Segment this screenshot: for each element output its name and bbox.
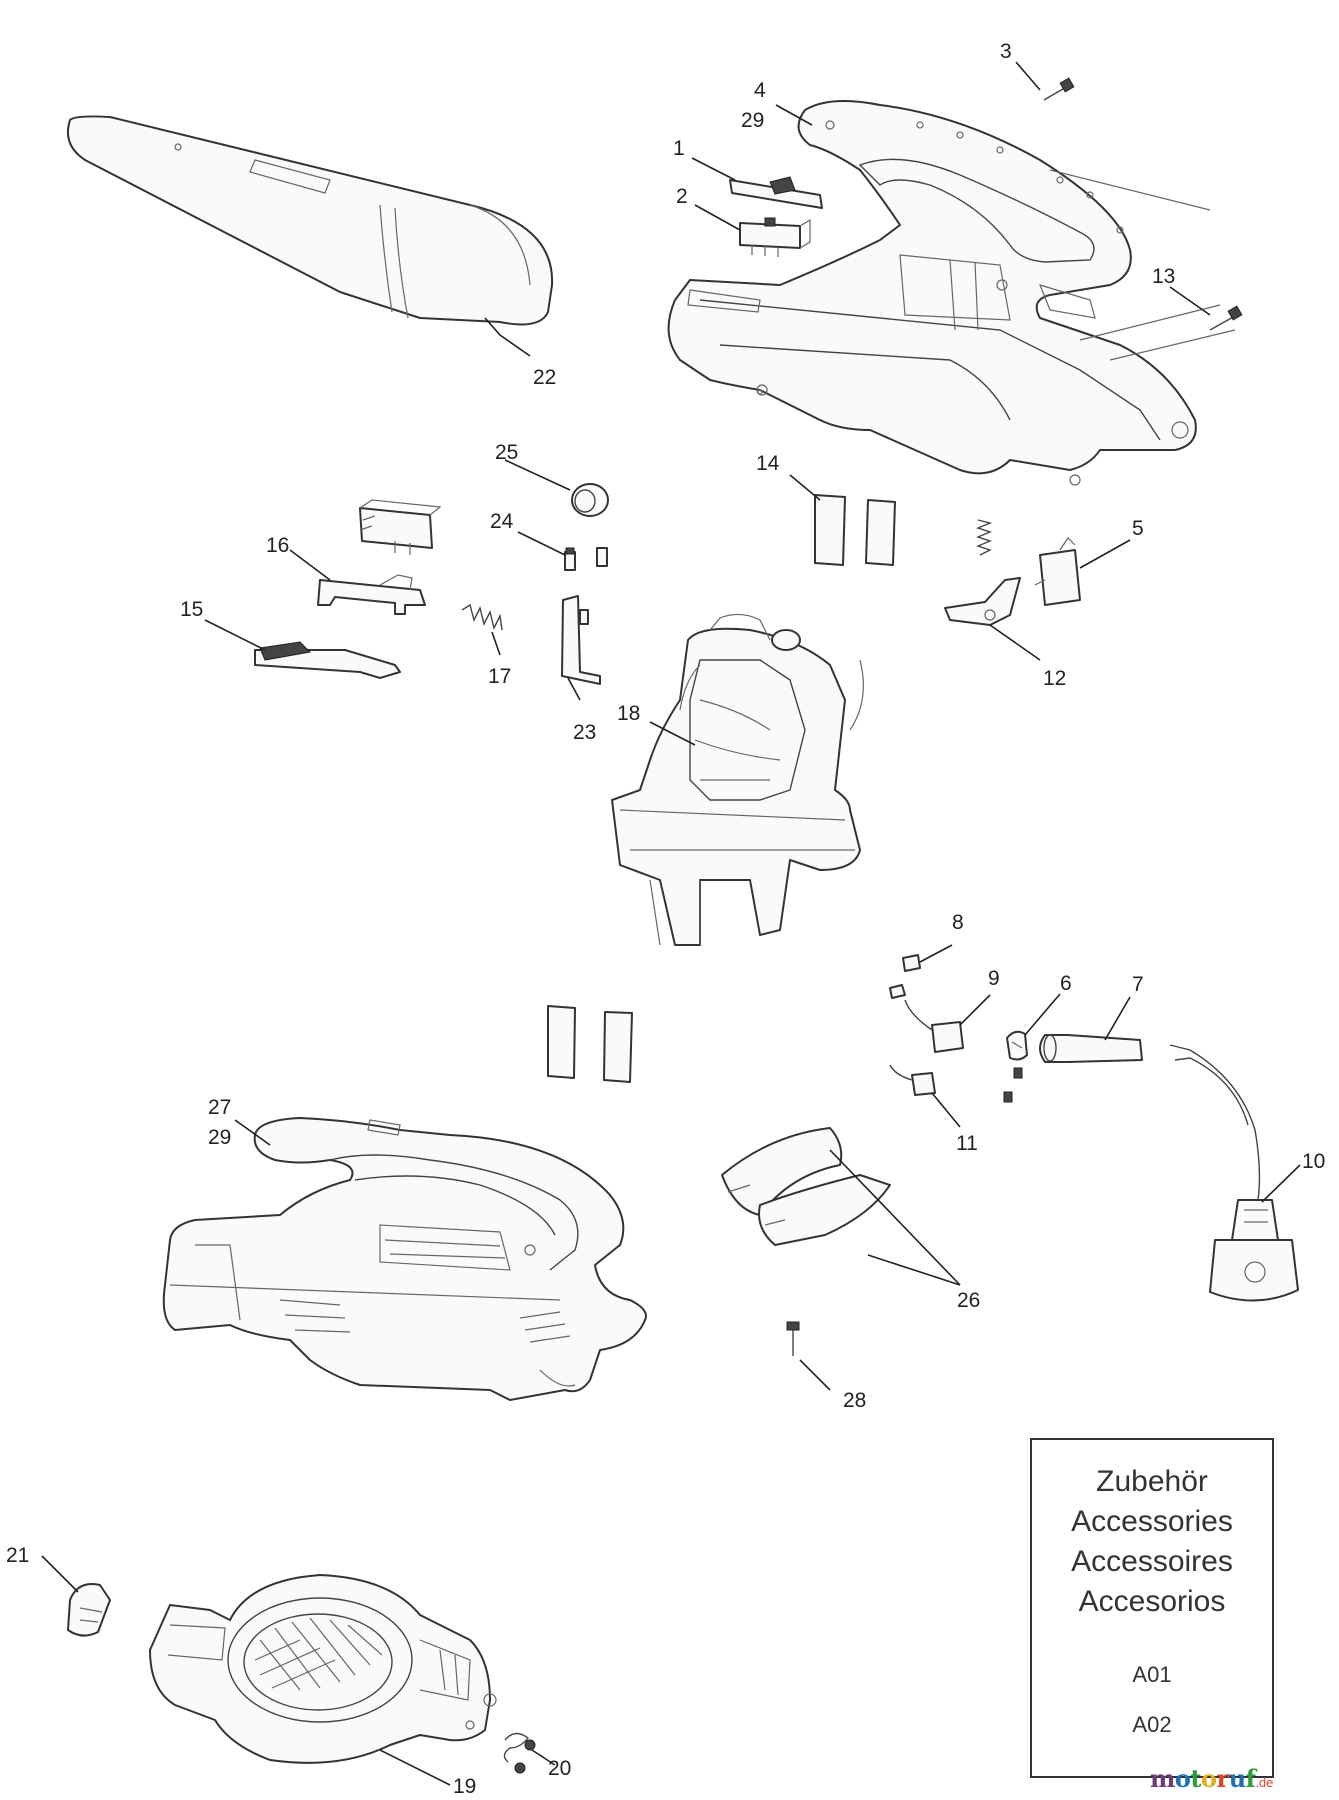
part-7-cord-sleeve (1039, 1034, 1143, 1063)
accessories-title-es: Accesorios (1078, 1585, 1226, 1618)
callout-25: 25 (495, 441, 518, 464)
part-18-motor (611, 613, 864, 946)
accessories-title: Zubehör Accessories Accessoires Accesori… (1032, 1462, 1272, 1622)
callout-3: 3 (1000, 40, 1012, 63)
callout-1: 1 (673, 137, 685, 160)
part-20-spring-clip (503, 1732, 536, 1774)
callout-16: 16 (266, 534, 289, 557)
part-6-clamp (1006, 1030, 1028, 1061)
accessories-title-de: Zubehör (1096, 1465, 1208, 1498)
part-15-trigger (254, 641, 401, 679)
callout-24: 24 (490, 510, 514, 533)
small-screws (1003, 1067, 1023, 1103)
callout-13: 13 (1152, 265, 1175, 288)
callout-17: 17 (488, 665, 511, 688)
part-19-base-housing (149, 1574, 497, 1764)
callout-10: 10 (1302, 1150, 1325, 1173)
accessories-box: Zubehör Accessories Accessoires Accesori… (1030, 1438, 1274, 1778)
callout-28: 28 (843, 1389, 866, 1412)
callout-6: 6 (1060, 972, 1072, 995)
part-16-trigger-lock (317, 574, 426, 615)
callout-18: 18 (617, 702, 640, 725)
part-2-slide-switch (739, 217, 811, 257)
part-24-pins (564, 547, 608, 571)
part-4-right-housing (667, 100, 1236, 486)
callout-7: 7 (1132, 973, 1144, 996)
part-17-spring (461, 603, 503, 631)
callout-8: 8 (952, 911, 964, 934)
part-23-bracket (561, 595, 601, 685)
accessories-title-en: Accessories (1071, 1505, 1233, 1538)
part-8-terminal (902, 954, 921, 972)
callout-19: 19 (453, 1775, 476, 1798)
part-1-switch-slider (729, 176, 823, 209)
part-3-screw (1043, 77, 1075, 101)
part-12-switch-holder (944, 577, 1021, 626)
callout-11: 11 (956, 1132, 978, 1155)
part-14-brush-plates (814, 494, 896, 566)
brush-plates-lower (547, 1005, 633, 1083)
callout-5: 5 (1132, 517, 1144, 540)
callout-14: 14 (756, 452, 780, 475)
microswitch (359, 499, 442, 555)
part-26-handle-cover (721, 1127, 891, 1246)
part-5-switch (1034, 537, 1081, 606)
callout-15: 15 (180, 598, 203, 621)
callout-12: 12 (1043, 667, 1066, 690)
part-27-left-housing (162, 1117, 647, 1401)
part-9-capacitor (889, 984, 964, 1053)
callout-9: 9 (988, 967, 1000, 990)
callout-23: 23 (573, 721, 596, 744)
accessories-title-fr: Accessoires (1071, 1545, 1233, 1578)
part-28-screw (786, 1321, 800, 1356)
part-13-screw (1209, 305, 1243, 331)
part-22-blower-tube (66, 115, 554, 326)
leader-lines (41, 61, 1301, 1786)
part-25-bushing (571, 483, 609, 517)
part-10-power-cord (1169, 1044, 1299, 1302)
part-21-clip (67, 1583, 111, 1637)
spring-small (976, 519, 993, 556)
callout-2: 2 (676, 185, 688, 208)
motoruf-watermark-logo: motoruf.de (1150, 1764, 1273, 1793)
part-11-component (889, 1064, 936, 1096)
accessory-code-a01: A01 (1132, 1662, 1172, 1687)
accessory-code-a02: A02 (1132, 1712, 1172, 1737)
callout-21: 21 (6, 1544, 29, 1567)
callout-20: 20 (548, 1757, 571, 1780)
callout-26: 26 (957, 1289, 980, 1312)
callout-22: 22 (533, 366, 556, 389)
